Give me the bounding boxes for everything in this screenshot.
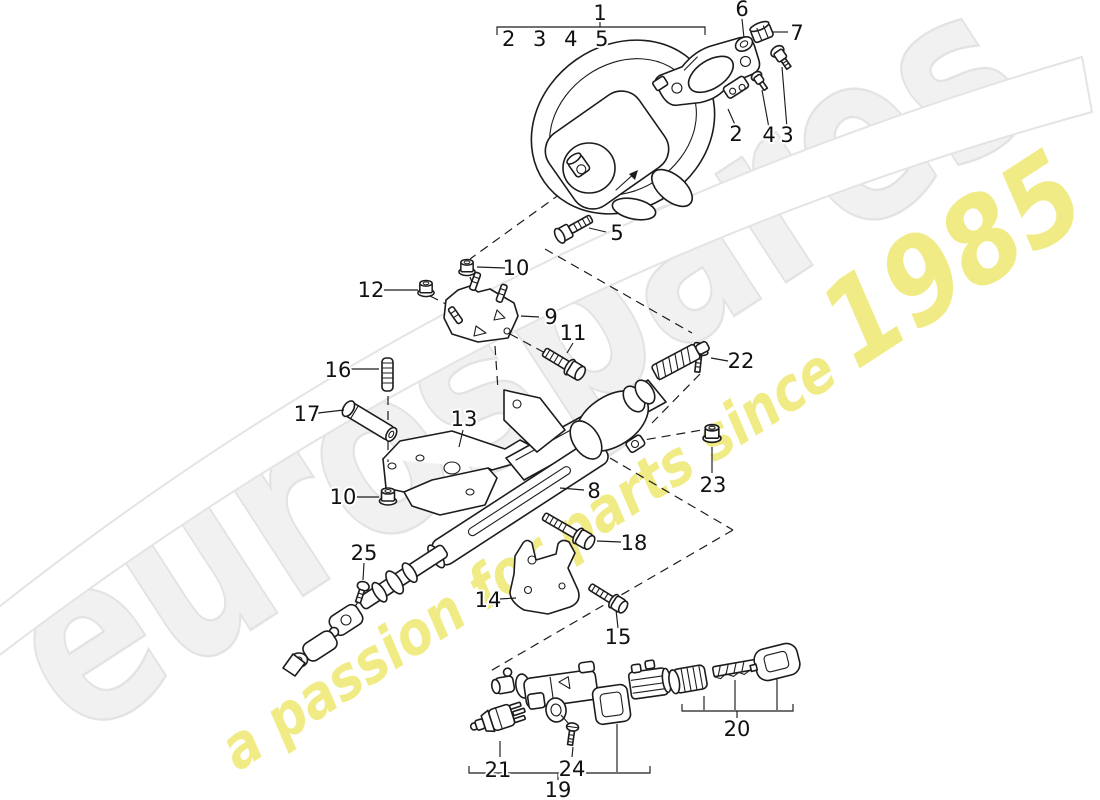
callout-21-24: 21: [485, 758, 512, 782]
nut-23: [702, 423, 722, 444]
callout-16-13: 16: [325, 358, 352, 382]
bracket-group-20: [681, 704, 794, 712]
lock-cylinder: [668, 664, 708, 695]
callout-19-26: 19: [545, 778, 572, 800]
screw-15: [588, 583, 629, 614]
callout-6-2: 6: [735, 0, 748, 21]
sleeve-pin-17: [341, 400, 398, 443]
callout-8-18: 8: [587, 479, 600, 503]
callout-2-4: 2: [729, 122, 742, 146]
bracket-group-1: [496, 26, 706, 35]
bearing-bracket: [443, 271, 519, 343]
callout-4-5: 4: [762, 123, 775, 147]
screw-3: [770, 44, 792, 71]
ignition-switch: [469, 701, 526, 733]
watermark-swoosh: [0, 55, 1094, 656]
steering-wheel-hub-nut: [566, 152, 591, 178]
screw-24: [565, 722, 580, 747]
callout-9-10: 9: [544, 305, 557, 329]
callout-18-19: 18: [621, 531, 648, 555]
callout-23-16: 23: [700, 473, 727, 497]
nut-10-lower: [378, 487, 398, 506]
callout-2-3-4-5-1: 2 3 4 5: [502, 27, 614, 51]
universal-joint: [282, 603, 364, 677]
callout-14-21: 14: [475, 588, 502, 612]
lock-washer: [734, 35, 754, 53]
steering-column-assembly: [282, 340, 710, 677]
callout-11-11: 11: [560, 321, 587, 345]
callout-5-7: 5: [610, 221, 623, 245]
callout-12-9: 12: [358, 278, 385, 302]
callout-17-14: 17: [294, 402, 321, 426]
callout-3-6: 3: [780, 123, 793, 147]
callout-13-15: 13: [451, 407, 478, 431]
callout-1-0: 1: [593, 1, 606, 25]
bolt-11: [541, 347, 587, 381]
callout-15-22: 15: [605, 625, 632, 649]
callout-7-3: 7: [790, 21, 803, 45]
callout-22-12: 22: [728, 349, 755, 373]
support-bracket-14: [509, 539, 580, 615]
callout-10-17: 10: [330, 485, 357, 509]
cap-nut: [749, 20, 774, 44]
key-blade: [711, 658, 759, 680]
callout-24-25: 24: [559, 757, 586, 781]
bolt-5: [553, 214, 594, 244]
diagram-lineart: [282, 20, 801, 747]
callout-25-20: 25: [351, 541, 378, 565]
steering-lock-housing: [490, 659, 672, 726]
screw-4: [750, 70, 769, 92]
bracket-group-19: [468, 766, 651, 774]
callout-10-8: 10: [503, 256, 530, 280]
hub-arrow: [629, 170, 638, 180]
leader-lines: [317, 18, 794, 780]
nut-10-upper: [458, 258, 476, 277]
bolt-18: [541, 512, 596, 551]
callout-20-23: 20: [724, 717, 751, 741]
lock-flag: [591, 683, 632, 726]
screw-25: [354, 580, 370, 604]
horn-contact-plate: [651, 36, 761, 107]
nut-12: [417, 279, 435, 298]
key-head: [749, 642, 801, 682]
stud-16: [381, 357, 394, 392]
